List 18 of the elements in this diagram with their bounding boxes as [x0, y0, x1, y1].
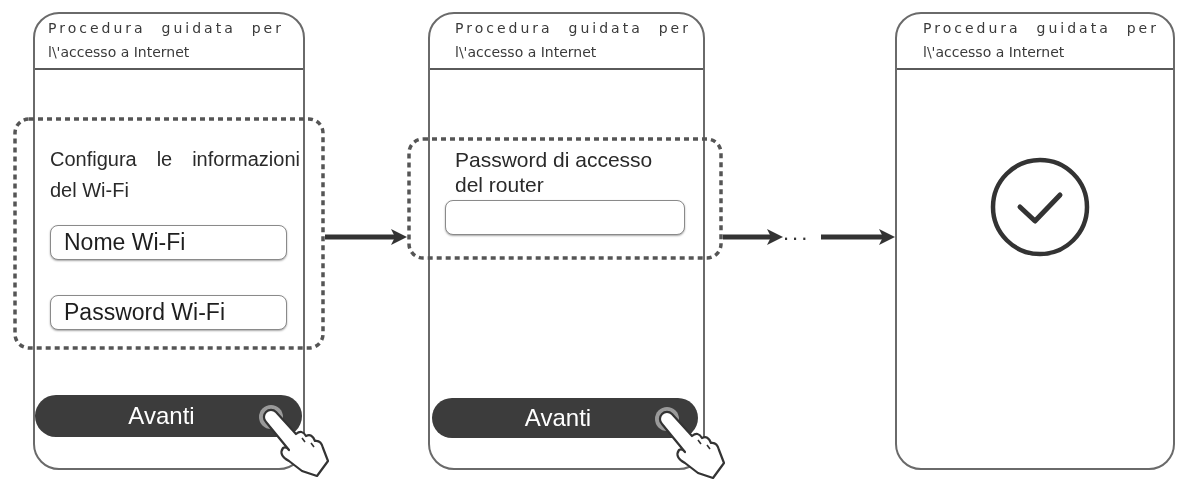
screen-title: Procedura guidata per l\'accesso a Internet — [923, 19, 1159, 62]
next-button: Avanti — [432, 398, 698, 438]
highlight-frame — [407, 137, 723, 260]
arrow — [723, 229, 783, 245]
ellipsis: ... — [783, 222, 821, 244]
form-prompt: Configura le informazioni del Wi-Fi — [50, 147, 300, 203]
highlight-frame — [13, 117, 325, 350]
arrow — [821, 229, 895, 245]
phone-screen — [428, 12, 705, 470]
screen-title: Procedura guidata per l\'accesso a Internet — [48, 19, 284, 62]
input-field: Nome Wi-Fi — [50, 225, 287, 260]
input-field — [445, 200, 685, 235]
phone-screen — [895, 12, 1175, 470]
input-field: Password Wi-Fi — [50, 295, 287, 330]
form-prompt: Password di accesso del router — [455, 147, 654, 197]
arrow — [325, 229, 407, 245]
next-button: Avanti — [35, 395, 302, 437]
screen-title: Procedura guidata per l\'accesso a Internet — [455, 19, 691, 62]
